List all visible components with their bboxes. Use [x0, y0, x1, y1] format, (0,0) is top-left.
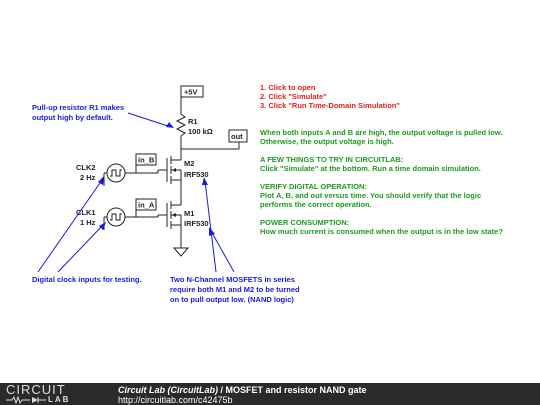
supply-5v[interactable]: +5V [180, 85, 204, 98]
r1-name: R1 [188, 117, 198, 126]
verify-line-2: performs the correct operation. [260, 200, 372, 209]
step-3: 3. Click "Run Time-Domain Simulation" [260, 101, 400, 110]
m1-name: M1 [184, 209, 194, 218]
clk1-freq: 1 Hz [80, 218, 96, 227]
footer-title: Circuit Lab (CircuitLab) / MOSFET and re… [118, 385, 367, 395]
clock-source-clk2[interactable] [106, 163, 126, 183]
mosfet-annotation-line2: require both M1 and M2 to be turned [170, 285, 300, 294]
out-label[interactable]: out [228, 129, 248, 143]
try-heading: A FEW THINGS TO TRY IN CIRCUITLAB: [260, 155, 403, 164]
clock-arrows [37, 176, 106, 273]
resistor-r1[interactable] [175, 112, 187, 138]
m1-part: IRF530 [184, 219, 209, 228]
description-notes: When both inputs A and B are high, the o… [260, 128, 503, 236]
mosfet-m2[interactable] [158, 156, 182, 184]
circuit-title: MOSFET and resistor NAND gate [225, 385, 367, 395]
ina-label-text: in_A [138, 201, 155, 210]
step-2: 2. Click "Simulate" [260, 92, 327, 101]
footer-bar: CIRCUIT LAB Circuit Lab (CircuitLab) / M… [0, 383, 540, 405]
circuitlab-logo[interactable]: CIRCUIT LAB [6, 382, 94, 404]
out-label-text: out [231, 132, 243, 141]
inb-label-text: in_B [138, 156, 155, 165]
logo-top-text: CIRCUIT [6, 382, 66, 397]
m2-part: IRF530 [184, 170, 209, 179]
verify-heading: VERIFY DIGITAL OPERATION: [260, 182, 367, 191]
power-text: How much current is consumed when the ou… [260, 227, 503, 236]
desc-line-1: When both inputs A and B are high, the o… [260, 128, 503, 137]
logo-wave-icon [6, 396, 46, 404]
clock-annotation: Digital clock inputs for testing. [32, 275, 142, 284]
ina-label[interactable]: in_A [135, 198, 157, 211]
mosfet-annotation-line1: Two N-Channel MOSFETS in series [170, 275, 295, 284]
logo-bottom-text: LAB [48, 395, 71, 404]
ground-icon [172, 247, 190, 257]
supply-label: +5V [184, 88, 198, 97]
clk2-freq: 2 Hz [80, 173, 96, 182]
desc-line-2: Otherwise, the output voltage is high. [260, 137, 394, 146]
try-text: Click "Simulate" at the bottom. Run a ti… [260, 164, 481, 173]
m2-name: M2 [184, 159, 194, 168]
clk2-name: CLK2 [76, 163, 96, 172]
pullup-arrow [127, 112, 174, 128]
steps-list: 1. Click to open 2. Click "Simulate" 3. … [260, 83, 400, 110]
pullup-annotation-line2: output high by default. [32, 113, 113, 122]
site-name-link[interactable]: Circuit Lab (CircuitLab) [118, 385, 219, 395]
title-separator: / [218, 385, 226, 395]
clock-source-clk1[interactable] [106, 207, 126, 227]
mosfet-arrows [202, 177, 235, 273]
pullup-annotation-line1: Pull-up resistor R1 makes [32, 103, 124, 112]
circuit-url-link[interactable]: http://circuitlab.com/c42475b [118, 395, 233, 405]
inb-label[interactable]: in_B [135, 153, 157, 166]
r1-value: 100 kΩ [188, 127, 213, 136]
schematic-canvas: +5V R1 100 kΩ out M2 IRF530 [32, 83, 503, 304]
mosfet-m1[interactable] [158, 201, 182, 229]
verify-line-1: Plot A, B, and out versus time. You shou… [260, 191, 481, 200]
power-heading: POWER CONSUMPTION: [260, 218, 349, 227]
mosfet-annotation-line3: on to pull output low. (NAND logic) [170, 295, 294, 304]
step-1[interactable]: 1. Click to open [260, 83, 316, 92]
clk1-name: CLK1 [76, 208, 96, 217]
